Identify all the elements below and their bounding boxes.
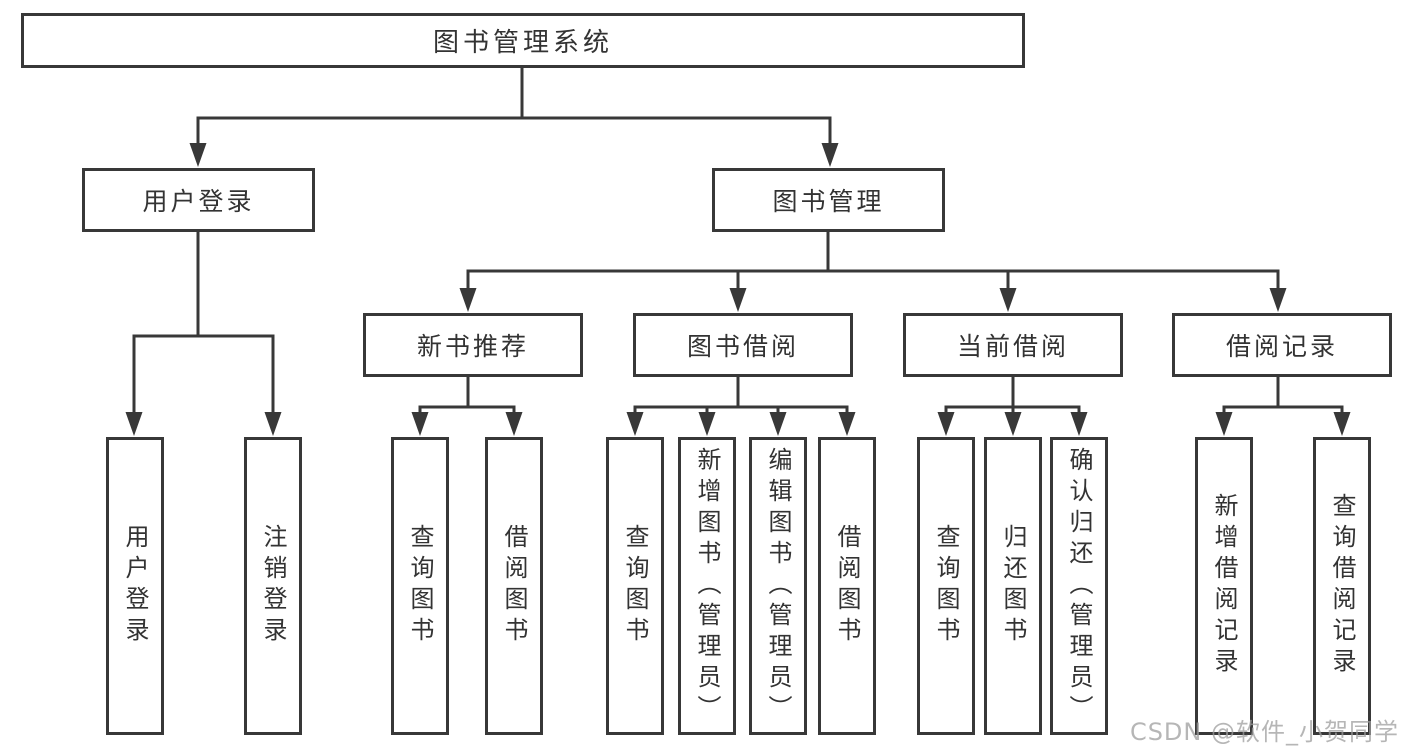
leaf-current-query-books: 查询图书 bbox=[917, 437, 975, 735]
node-book-management: 图书管理 bbox=[712, 168, 945, 232]
leaf-user-login: 用户登录 bbox=[106, 437, 164, 735]
leaf-newbook-query-books: 查询图书 bbox=[391, 437, 449, 735]
leaf-borrow-books-label: 借阅图书 bbox=[833, 524, 861, 648]
leaf-newbook-borrow-books-label: 借阅图书 bbox=[500, 524, 528, 648]
node-current-borrow: 当前借阅 bbox=[903, 313, 1123, 377]
leaf-borrow-query-books-label: 查询图书 bbox=[621, 524, 649, 648]
leaf-return-books: 归还图书 bbox=[984, 437, 1042, 735]
node-borrow-records: 借阅记录 bbox=[1172, 313, 1392, 377]
node-borrow-records-label: 借阅记录 bbox=[1225, 332, 1338, 361]
node-root-label: 图书管理系统 bbox=[432, 28, 613, 58]
leaf-borrow-query-books: 查询图书 bbox=[606, 437, 664, 735]
node-book-management-label: 图书管理 bbox=[772, 187, 885, 216]
leaf-current-query-books-label: 查询图书 bbox=[932, 524, 960, 648]
leaf-edit-books-admin-label: 编辑图书（管理员） bbox=[764, 446, 792, 726]
leaf-add-books-admin-label: 新增图书（管理员） bbox=[693, 446, 721, 726]
leaf-edit-books-admin: 编辑图书（管理员） bbox=[749, 437, 807, 735]
leaf-newbook-borrow-books: 借阅图书 bbox=[485, 437, 543, 735]
node-book-borrow-label: 图书借阅 bbox=[686, 332, 799, 361]
node-new-book-recommend-label: 新书推荐 bbox=[416, 332, 529, 361]
leaf-add-books-admin: 新增图书（管理员） bbox=[678, 437, 736, 735]
node-new-book-recommend: 新书推荐 bbox=[363, 313, 583, 377]
leaf-confirm-return-admin: 确认归还（管理员） bbox=[1050, 437, 1108, 735]
node-user-login-label: 用户登录 bbox=[142, 187, 255, 216]
node-root: 图书管理系统 bbox=[21, 13, 1025, 68]
leaf-logout: 注销登录 bbox=[244, 437, 302, 735]
node-book-borrow: 图书借阅 bbox=[633, 313, 853, 377]
leaf-query-borrow-record-label: 查询借阅记录 bbox=[1328, 493, 1356, 679]
leaf-confirm-return-admin-label: 确认归还（管理员） bbox=[1065, 446, 1093, 726]
leaf-add-borrow-record-label: 新增借阅记录 bbox=[1210, 493, 1238, 679]
watermark: CSDN @软件_小贺同学 bbox=[1129, 718, 1399, 746]
leaf-logout-label: 注销登录 bbox=[259, 524, 287, 648]
leaf-user-login-label: 用户登录 bbox=[121, 524, 149, 648]
leaf-borrow-books: 借阅图书 bbox=[818, 437, 876, 735]
leaf-query-borrow-record: 查询借阅记录 bbox=[1313, 437, 1371, 735]
leaf-add-borrow-record: 新增借阅记录 bbox=[1195, 437, 1253, 735]
leaf-return-books-label: 归还图书 bbox=[999, 524, 1027, 648]
node-user-login: 用户登录 bbox=[82, 168, 315, 232]
leaf-newbook-query-books-label: 查询图书 bbox=[406, 524, 434, 648]
node-current-borrow-label: 当前借阅 bbox=[956, 332, 1069, 361]
arrowheads bbox=[125, 143, 1351, 436]
